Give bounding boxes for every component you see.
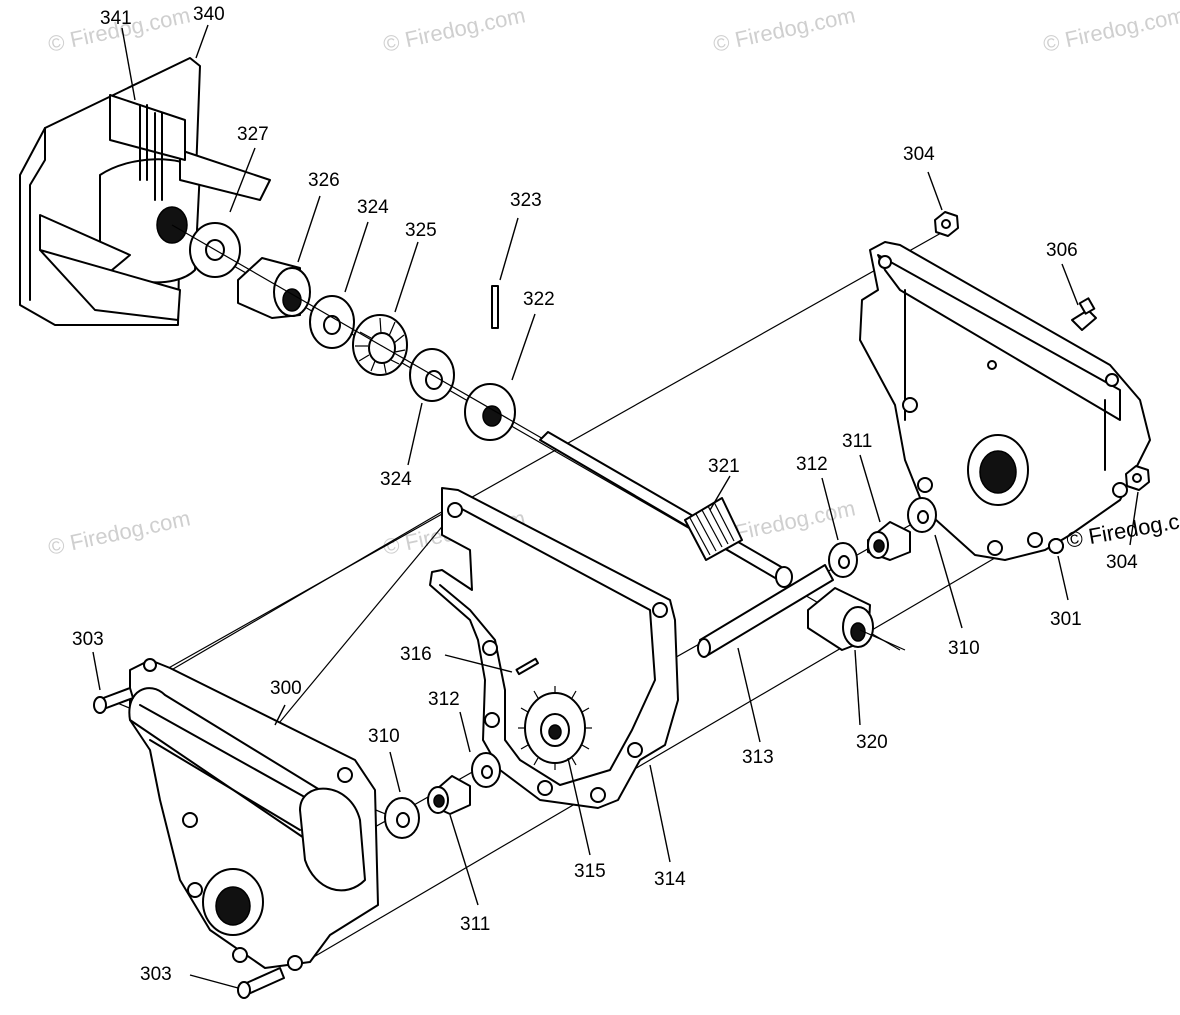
callout-303-lower: 303 (140, 964, 172, 985)
gear-315 (518, 686, 592, 770)
bushing-311-upper (867, 521, 911, 561)
callout-326: 326 (308, 170, 340, 191)
watermark: © Firedog.com (46, 505, 193, 560)
callout-340: 340 (193, 4, 225, 25)
callout-323: 323 (510, 190, 542, 211)
bushing-320 (807, 587, 906, 651)
washer-312-lower (471, 752, 501, 788)
callout-321: 321 (708, 456, 740, 477)
callout-312-upper: 312 (796, 454, 828, 475)
washer-310-lower (384, 797, 420, 839)
gear-case-300 (128, 658, 379, 971)
callout-322: 322 (523, 289, 555, 310)
callout-320: 320 (856, 732, 888, 753)
callout-324-lower: 324 (380, 469, 412, 490)
grease-fitting-306 (1071, 297, 1097, 331)
callout-304-lower: 304 (1106, 552, 1138, 573)
callout-labels: 341 340 327 326 324 325 323 322 324 321 … (72, 4, 1138, 985)
washer-312-upper (828, 542, 858, 578)
callout-301: 301 (1050, 609, 1082, 630)
callout-311-lower: 311 (460, 914, 490, 935)
key-316 (515, 657, 540, 676)
o-ring-301-marker (1048, 538, 1064, 554)
nut-304-lower (1125, 465, 1150, 491)
callout-310-upper: 310 (948, 638, 980, 659)
chute-bracket-340 (19, 57, 271, 326)
bolt-303-upper (93, 687, 134, 714)
callout-314: 314 (654, 869, 686, 890)
callout-313: 313 (742, 747, 774, 768)
callout-315: 315 (574, 861, 606, 882)
callout-310-lower: 310 (368, 726, 400, 747)
callout-316: 316 (400, 644, 432, 665)
leader-lines (92, 24, 1139, 989)
callout-327: 327 (237, 124, 269, 145)
callout-304-upper: 304 (903, 144, 935, 165)
callout-341: 341 (100, 8, 132, 29)
nut-304-upper (934, 211, 959, 237)
callout-303-upper: 303 (72, 629, 104, 650)
bolt-303-lower (237, 967, 285, 999)
washer-324-upper (309, 295, 355, 349)
shaft-axis-line (171, 224, 546, 441)
callout-300: 300 (270, 678, 302, 699)
watermark: © Firedog.com (381, 2, 528, 57)
washer-322 (464, 383, 516, 441)
callout-306: 306 (1046, 240, 1078, 261)
watermark: © Firedog.com (1041, 2, 1180, 57)
callout-311-upper: 311 (842, 431, 872, 452)
pin-323 (491, 285, 499, 329)
washer-310-upper (907, 497, 937, 533)
watermark: © Firedog.com (711, 2, 858, 57)
worm-shaft-321 (539, 431, 793, 588)
callout-324-upper: 324 (357, 197, 389, 218)
callout-325: 325 (405, 220, 437, 241)
bushing-326 (237, 257, 311, 319)
bushing-311-lower (427, 775, 471, 815)
gear-case-301 (859, 241, 1151, 561)
callout-312-lower: 312 (428, 689, 460, 710)
shaft-313 (697, 564, 834, 658)
